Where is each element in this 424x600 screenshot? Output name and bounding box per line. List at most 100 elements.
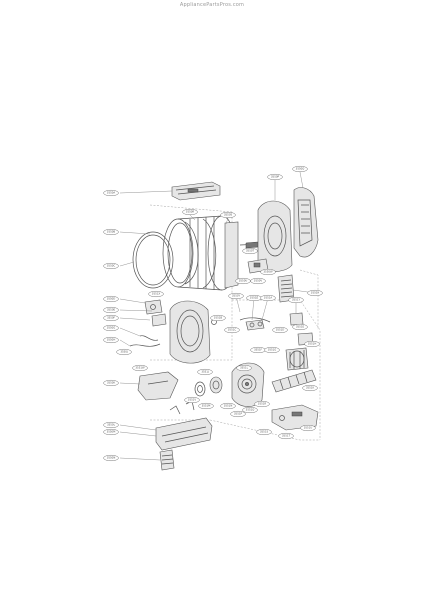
callout-bubble[interactable]: 3551X bbox=[148, 290, 164, 298]
svg-text:3550V: 3550V bbox=[254, 279, 263, 283]
callout-bubble[interactable]: 3550A bbox=[103, 189, 119, 197]
svg-text:3550H: 3550H bbox=[107, 338, 116, 342]
svg-text:3551X: 3551X bbox=[152, 292, 161, 296]
leveling-foot bbox=[159, 449, 175, 471]
svg-text:3551H: 3551H bbox=[308, 342, 317, 346]
callout-bubble[interactable]: 3550T bbox=[242, 247, 258, 255]
callout-bubble[interactable]: 3550M bbox=[103, 428, 119, 436]
callout-bubble[interactable]: 3551W bbox=[132, 364, 148, 372]
svg-text:3551D: 3551D bbox=[276, 328, 285, 332]
callout-bubble[interactable]: 3550L bbox=[103, 421, 119, 429]
svg-text:3550C: 3550C bbox=[107, 264, 116, 268]
callout-bubble[interactable]: 3550S bbox=[220, 211, 236, 219]
svg-text:3551A: 3551A bbox=[264, 296, 273, 300]
svg-text:3550D: 3550D bbox=[107, 297, 116, 301]
callout-bubble[interactable]: 3550H bbox=[103, 336, 119, 344]
exhaust-duct-panel bbox=[293, 187, 319, 258]
svg-text:3550G: 3550G bbox=[107, 326, 116, 330]
door-switch-parts bbox=[129, 299, 167, 347]
callout-bubble[interactable]: 3551B bbox=[210, 314, 226, 322]
callout-bubble[interactable]: 3550J bbox=[116, 348, 132, 356]
callout-bubble[interactable]: 3551U bbox=[300, 424, 316, 432]
svg-text:3550U: 3550U bbox=[239, 279, 248, 283]
callout-bubble[interactable]: 3550W bbox=[260, 268, 276, 276]
callout-bubble[interactable]: 3551T bbox=[278, 432, 294, 440]
callout-bubble[interactable]: 3551H bbox=[304, 340, 320, 348]
callout-bubble[interactable]: 3551Y bbox=[288, 296, 304, 304]
svg-text:3551Y: 3551Y bbox=[292, 298, 301, 302]
idler-pulley bbox=[194, 376, 223, 397]
drum-rear-bracket bbox=[224, 221, 263, 289]
callout-bubble[interactable]: 3550D bbox=[103, 295, 119, 303]
svg-text:3550S: 3550S bbox=[224, 213, 233, 217]
callout-bubble[interactable]: 3551F bbox=[250, 346, 266, 354]
svg-text:3550Q: 3550Q bbox=[296, 167, 305, 171]
callout-bubble[interactable]: 3550V bbox=[250, 277, 266, 285]
callout-bubble[interactable]: 3551Q bbox=[242, 406, 258, 414]
callout-bubble[interactable]: 3550R bbox=[182, 208, 198, 216]
callout-bubble[interactable]: 3551K bbox=[302, 384, 318, 392]
drum-front-gasket bbox=[132, 231, 174, 289]
roller-assembly bbox=[239, 312, 314, 346]
callout-bubble[interactable]: 3550G bbox=[103, 324, 119, 332]
lower-front-panel bbox=[137, 371, 179, 401]
svg-text:3551T: 3551T bbox=[282, 434, 291, 438]
callout-bubble[interactable]: 3550B bbox=[103, 228, 119, 236]
callout-bubble[interactable]: 3551C bbox=[224, 326, 240, 334]
svg-text:3551P: 3551P bbox=[234, 412, 243, 416]
svg-text:3550T: 3550T bbox=[246, 249, 255, 253]
callout-bubble[interactable]: 3551V bbox=[184, 396, 200, 404]
front-bulkhead bbox=[169, 300, 217, 364]
callout-bubble[interactable]: 3550P bbox=[267, 173, 283, 181]
svg-text:3550N: 3550N bbox=[107, 456, 116, 460]
callout-bubble[interactable]: 3550Y bbox=[228, 292, 244, 300]
callout-bubble[interactable]: 3551L bbox=[236, 364, 252, 372]
callout-bubble[interactable]: 3550N bbox=[103, 454, 119, 462]
callout-bubble[interactable]: 3551G bbox=[264, 346, 280, 354]
callout-bubble[interactable]: 3550U bbox=[235, 277, 251, 285]
svg-text:3550M: 3550M bbox=[107, 430, 116, 434]
svg-text:3550E: 3550E bbox=[107, 308, 116, 312]
callout-bubble[interactable]: 3550X bbox=[307, 289, 323, 297]
svg-text:3551N: 3551N bbox=[224, 404, 233, 408]
exhaust-hose bbox=[271, 369, 317, 393]
svg-text:3551B: 3551B bbox=[214, 316, 223, 320]
drive-motor bbox=[285, 347, 309, 371]
callout-bubble[interactable]: 3551D bbox=[272, 326, 288, 334]
svg-text:3550Z: 3550Z bbox=[250, 296, 259, 300]
callout-bubble[interactable]: 3551E bbox=[292, 323, 308, 331]
leader-lines bbox=[119, 171, 316, 461]
svg-text:3551R: 3551R bbox=[258, 402, 267, 406]
callout-bubble[interactable]: 3551J bbox=[197, 368, 213, 376]
callout-bubble[interactable]: 3551P bbox=[230, 410, 246, 418]
console-top-part bbox=[171, 181, 221, 201]
svg-text:3551Q: 3551Q bbox=[246, 408, 255, 412]
callout-bubble[interactable]: 3551A bbox=[260, 294, 276, 302]
svg-text:3550J: 3550J bbox=[120, 350, 128, 354]
callout-bubble[interactable]: 3551R bbox=[254, 400, 270, 408]
svg-text:3551J: 3551J bbox=[201, 370, 209, 374]
svg-text:3550K: 3550K bbox=[107, 381, 116, 385]
callout-bubble[interactable]: 3551N bbox=[220, 402, 236, 410]
callout-bubble[interactable]: 3550Q bbox=[292, 165, 308, 173]
callout-bubble[interactable]: 3551M bbox=[198, 402, 214, 410]
svg-text:3550X: 3550X bbox=[311, 291, 320, 295]
svg-text:3550B: 3550B bbox=[107, 230, 116, 234]
svg-text:3550W: 3550W bbox=[263, 270, 273, 274]
svg-text:3551U: 3551U bbox=[304, 426, 313, 430]
callout-bubble[interactable]: 3550Z bbox=[246, 294, 262, 302]
callout-bubble[interactable]: 3550C bbox=[103, 262, 119, 270]
base-tray bbox=[155, 400, 213, 451]
svg-text:3551W: 3551W bbox=[135, 366, 145, 370]
callout-bubble[interactable]: 3550E bbox=[103, 306, 119, 314]
callout-bubble[interactable]: 3551S bbox=[256, 428, 272, 436]
callout-bubble[interactable]: 3550K bbox=[103, 379, 119, 387]
svg-text:3550R: 3550R bbox=[186, 210, 195, 214]
svg-text:3551V: 3551V bbox=[188, 398, 197, 402]
svg-text:3551F: 3551F bbox=[254, 348, 263, 352]
callout-bubble[interactable]: 3550F bbox=[103, 314, 119, 322]
callout-labels: 3550A 3550B 3550C 3550D 3550E 3550F 3550… bbox=[103, 165, 323, 462]
blower-housing bbox=[231, 362, 265, 407]
svg-text:3551E: 3551E bbox=[296, 325, 305, 329]
